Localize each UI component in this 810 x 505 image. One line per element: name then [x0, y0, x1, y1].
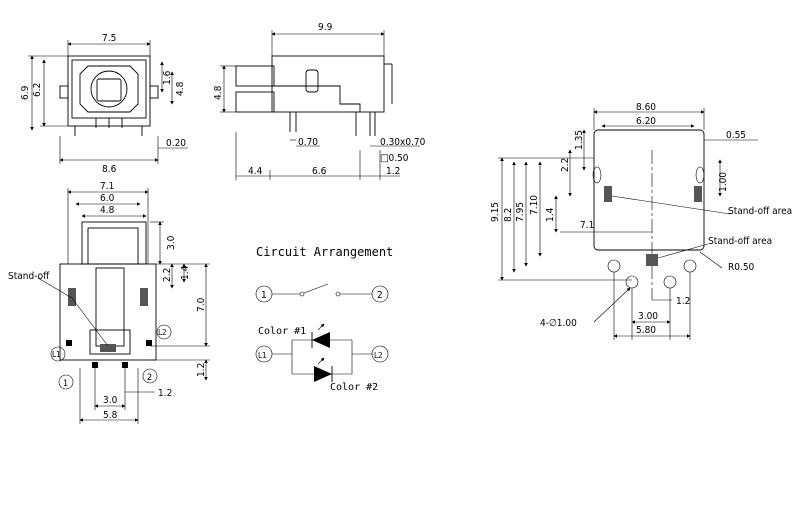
dim-side-pin-spacing: 0.70 — [298, 137, 318, 148]
dim-pcb-h2: 2.2 — [560, 158, 571, 172]
dim-pcb-v1: 1.00 — [718, 172, 729, 192]
pcb-holes-label: 4-∅1.00 — [540, 318, 577, 329]
pcb-standoff-right — [694, 186, 702, 202]
circuit-l2: L2 — [374, 351, 383, 360]
dim-pcb-82: 8.2 — [503, 208, 514, 222]
led-color1-icon — [312, 332, 330, 348]
bottom-standoff-label: Stand-off — [8, 271, 50, 282]
bottom-standoff-center — [100, 344, 116, 352]
circuit-arrangement: Circuit Arrangement 1 2 Color #1 L1 L2 C… — [255, 245, 393, 393]
dim-bottom-b3: 5.8 — [103, 410, 118, 421]
circuit-color2: Color #2 — [330, 382, 378, 393]
front-tab-right — [149, 85, 159, 99]
dim-side-length: 9.9 — [318, 22, 333, 33]
dim-pcb-h1: 1.35 — [574, 130, 585, 150]
front-tab-left — [59, 85, 69, 99]
bottom-led-pad — [89, 329, 131, 355]
dim-pcb-bottom-300: 3.00 — [638, 311, 658, 322]
dim-bottom-r1: 3.0 — [166, 235, 177, 250]
dim-bottom-r4: 7.0 — [196, 297, 207, 312]
pcb-layout: 8.60 6.20 0.55 1.35 2.2 1.00 9.15 8.2 7.… — [490, 102, 792, 340]
front-body-inner — [71, 59, 147, 119]
front-view: 7.5 6.9 6.2 1.6 4.8 8.6 0.20 — [20, 33, 188, 175]
dim-pcb-71: 7.1 — [580, 220, 594, 231]
side-window — [305, 69, 319, 93]
bottom-standoff-left — [68, 288, 76, 306]
circuit-pin2: 2 — [377, 290, 383, 301]
dim-side-bottom-a: 4.4 — [248, 166, 263, 177]
dim-front-height-inner: 6.2 — [32, 83, 43, 97]
dim-front-height-outer: 6.9 — [20, 85, 31, 100]
circuit-pin1: 1 — [261, 290, 267, 301]
switch-contact — [303, 283, 329, 294]
bottom-marker-1: 1 — [63, 379, 68, 389]
dim-side-square: □0.50 — [380, 153, 409, 164]
circuit-l1: L1 — [258, 351, 267, 360]
dim-bottom-r2: 2.2 — [162, 268, 173, 282]
dim-pcb-915: 9.15 — [490, 202, 501, 222]
pcb-standoff-left — [604, 186, 612, 202]
side-plunger-top — [235, 65, 275, 87]
dim-bottom-r3: 1.4 — [180, 265, 191, 280]
dim-front-bottom-width: 8.6 — [102, 164, 117, 175]
bottom-view: Stand-off L1 L2 1 2 7.1 6.0 4.8 3.0 2.2 … — [8, 181, 210, 424]
dim-bottom-b1: 1.2 — [158, 388, 172, 399]
dim-pcb-710: 7.10 — [529, 195, 540, 215]
dim-front-width-top: 7.5 — [102, 33, 116, 44]
pcb-outline — [593, 129, 705, 251]
side-body-outline — [271, 55, 385, 113]
side-plunger-bottom — [235, 91, 275, 113]
circuit-title: Circuit Arrangement — [256, 245, 393, 259]
bottom-marker-l2: L2 — [158, 328, 167, 337]
side-view: 9.9 4.8 0.70 0.30x0.70 □0.50 4.4 6.6 1.2 — [213, 22, 426, 180]
dim-pcb-14: 1.4 — [545, 207, 556, 222]
dim-pcb-bottom-580: 5.80 — [636, 325, 656, 336]
bottom-marker-l1: L1 — [52, 350, 61, 359]
dim-side-pin-size: 0.30x0.70 — [380, 137, 426, 148]
dim-front-right-upper: 1.6 — [162, 70, 173, 85]
dim-bottom-b2: 3.0 — [103, 395, 118, 406]
dim-bottom-w3: 4.8 — [100, 205, 115, 216]
dim-front-bottom-right: 0.20 — [166, 138, 186, 149]
dim-side-height: 4.8 — [213, 85, 224, 100]
bottom-inner-slot — [95, 267, 125, 347]
dim-bottom-w1: 7.1 — [100, 181, 114, 192]
dim-pcb-bottom-12: 1.2 — [676, 296, 690, 307]
bottom-standoff-right — [140, 288, 148, 306]
pcb-standoff-label-1: Stand-off area — [728, 206, 792, 217]
pcb-standoff-label-2: Stand-off area — [708, 236, 772, 247]
dim-side-bottom-b: 6.6 — [312, 166, 327, 177]
side-inner-step — [272, 85, 361, 112]
led-color2-icon — [314, 366, 332, 382]
dim-bottom-r5: 1.2 — [196, 363, 207, 377]
dim-bottom-w2: 6.0 — [100, 193, 115, 204]
dim-pcb-w-inner: 6.20 — [636, 116, 656, 127]
dim-pcb-795: 7.95 — [515, 202, 526, 222]
dim-front-right-lower: 4.8 — [175, 81, 186, 96]
pcb-standoff-bottom — [646, 254, 658, 266]
pcb-radius-label: R0.50 — [728, 262, 755, 273]
dim-pcb-w-right: 0.55 — [726, 130, 746, 141]
dim-side-bottom-c: 1.2 — [386, 166, 400, 177]
front-key-octagon — [79, 65, 139, 113]
circuit-color1: Color #1 — [258, 326, 306, 337]
front-key-square — [96, 78, 122, 102]
bottom-plunger-inner — [87, 227, 139, 265]
bottom-marker-2: 2 — [147, 373, 152, 383]
dim-pcb-w-outer: 8.60 — [636, 102, 656, 113]
front-key-circle — [90, 70, 128, 108]
